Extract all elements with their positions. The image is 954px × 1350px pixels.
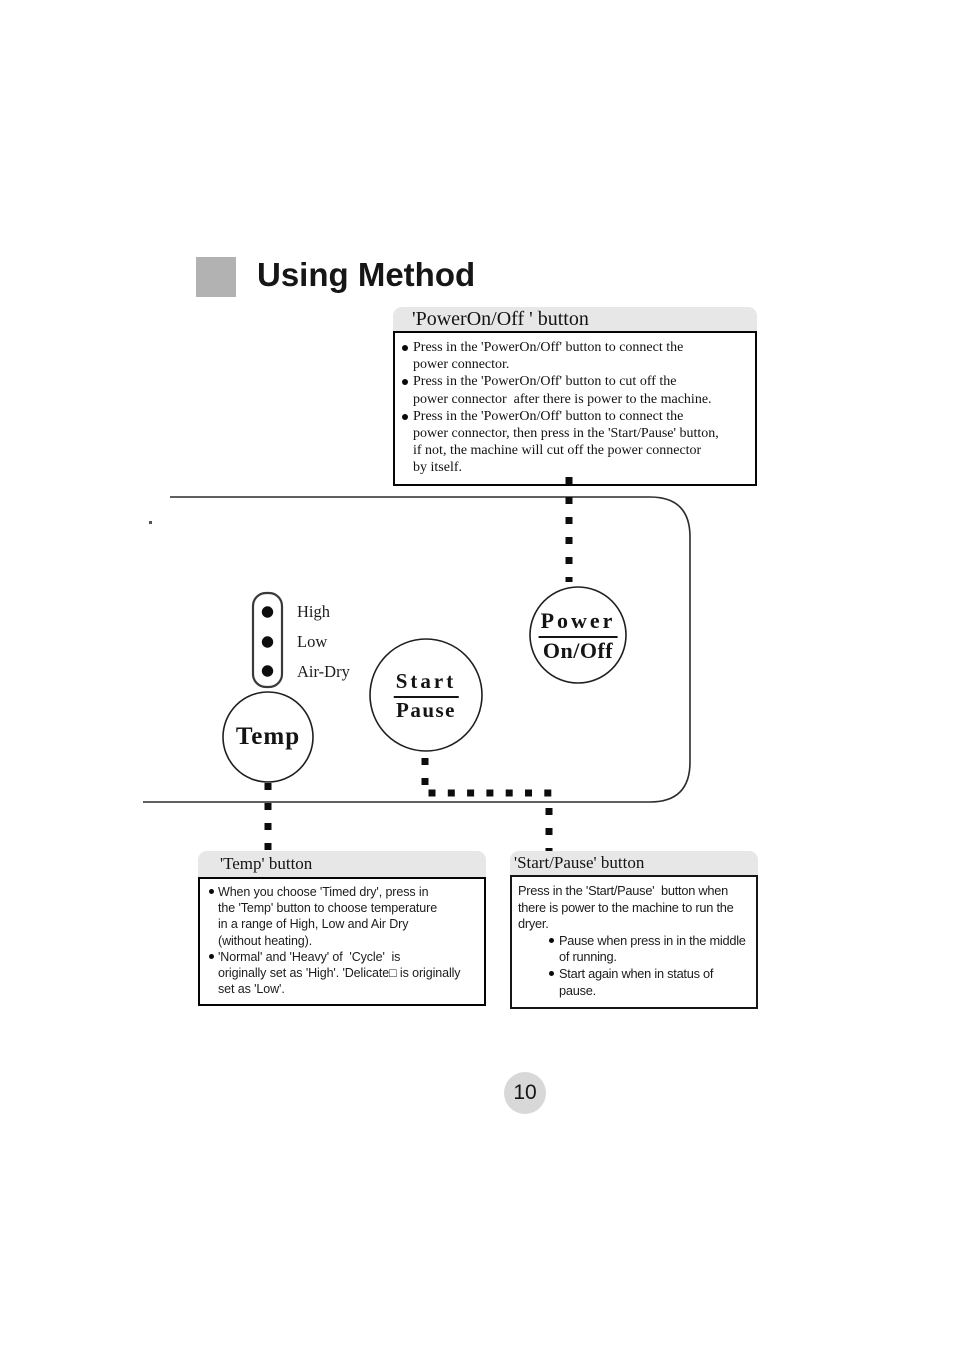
list-item: When you choose 'Timed dry', press in th… [208, 884, 482, 949]
led-low-icon [261, 636, 274, 648]
bullet-text: Pause when press in in the middle of run… [559, 932, 746, 965]
control-panel-diagram [143, 477, 691, 851]
pause-label: Pause [396, 698, 456, 722]
temp-button-circle [222, 691, 314, 783]
scan-speck [149, 521, 152, 524]
list-item: Pause when press in in the middle of run… [548, 933, 754, 966]
intro-text: Press in the 'Start/Pause' button when t… [518, 883, 734, 932]
list-item: Press in the 'PowerOn/Off' button to con… [401, 408, 752, 477]
temp-button-label: Temp [235, 723, 301, 750]
led-group-outline [251, 591, 284, 689]
led-label-low: Low [297, 632, 328, 651]
power-onoff-callout-body: Press in the 'PowerOn/Off' button to con… [393, 331, 757, 486]
power-onoff-callout-header: 'PowerOn/Off ' button [393, 307, 757, 331]
list-item: Press in the 'PowerOn/Off' button to cut… [401, 373, 752, 407]
temp-callout-body: When you choose 'Timed dry', press in th… [198, 877, 486, 1007]
bullet-icon [209, 889, 214, 894]
start-pause-callout-body: Press in the 'Start/Pause' button when t… [510, 875, 758, 1010]
led-airdry-icon [261, 665, 274, 677]
led-high-icon [261, 606, 274, 618]
page-number-badge: 10 [504, 1072, 546, 1114]
bullet-text: Start again when in status of pause. [559, 965, 714, 998]
power-onoff-callout: 'PowerOn/Off ' button Press in the 'Powe… [393, 307, 757, 486]
bullet-icon [549, 937, 554, 943]
bullet-text: Press in the 'PowerOn/Off' button to con… [413, 408, 719, 476]
power-onoff-button-label: Power On/Off [538, 608, 618, 664]
bullet-icon [402, 413, 408, 420]
list-item: Press in the 'PowerOn/Off' button to con… [401, 339, 752, 373]
bullet-icon [209, 953, 214, 959]
start-pause-button-circle [369, 638, 483, 752]
onoff-label: On/Off [542, 638, 614, 663]
temp-callout-header: 'Temp' button [198, 851, 486, 877]
page-number: 10 [513, 1081, 537, 1104]
bullet-text: 'Normal' and 'Heavy' of 'Cycle' is origi… [218, 949, 461, 997]
panel-outline [143, 496, 691, 803]
power-label: Power [538, 608, 618, 638]
bullet-icon [402, 345, 408, 351]
page-title: Using Method [257, 256, 476, 293]
bullet-text: When you choose 'Timed dry', press in th… [218, 885, 438, 948]
bullet-icon [549, 970, 554, 976]
start-pause-callout-header: 'Start/Pause' button [510, 851, 758, 875]
led-label-airdry: Air-Dry [297, 662, 350, 681]
start-label: Start [393, 669, 459, 698]
bullet-text: Press in the 'PowerOn/Off' button to con… [413, 340, 684, 373]
temp-callout: 'Temp' button When you choose 'Timed dry… [198, 851, 486, 1007]
bullet-icon [402, 379, 408, 386]
bullet-text: Press in the 'PowerOn/Off' button to cut… [413, 374, 712, 407]
start-pause-callout: 'Start/Pause' button Press in the 'Start… [510, 851, 758, 1010]
led-label-high: High [297, 602, 330, 621]
start-pause-button-label: Start Pause [393, 669, 459, 723]
list-item: Start again when in status of pause. [548, 966, 754, 999]
section-title-square [196, 257, 236, 297]
power-onoff-button-circle [529, 586, 627, 684]
list-item: 'Normal' and 'Heavy' of 'Cycle' is origi… [208, 949, 482, 998]
